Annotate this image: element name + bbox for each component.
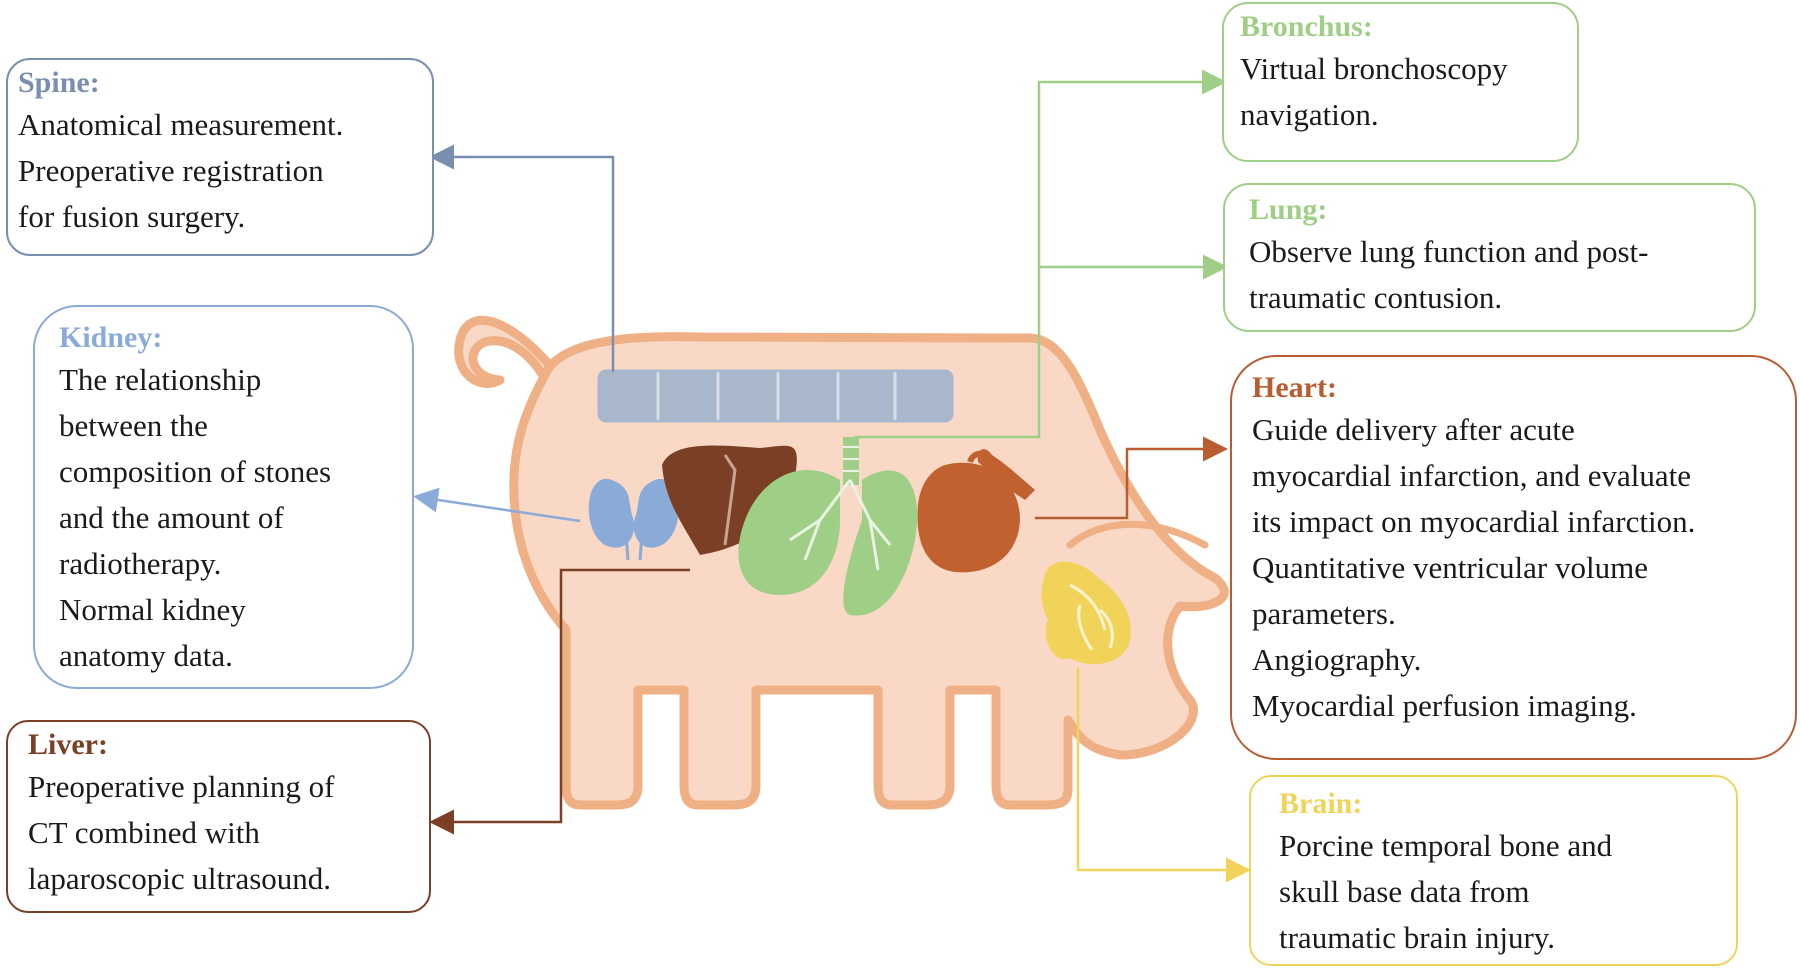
bronchus-line: navigation. [1240, 97, 1379, 132]
spine-title: Spine: [18, 66, 100, 99]
heart-title: Heart: [1252, 371, 1337, 404]
kidney-callout: Kidney: The relationship between the com… [33, 305, 414, 689]
brain-connector [1076, 668, 1251, 883]
kidneys-organ [588, 478, 679, 561]
bronchus-callout: Bronchus: Virtual bronchoscopy navigatio… [1222, 2, 1579, 162]
brain-line: Porcine temporal bone and [1279, 828, 1613, 863]
heart-line: Angiography. [1252, 642, 1422, 677]
kidney-title: Kidney: [59, 321, 163, 354]
heart-line: Quantitative ventricular volume [1252, 550, 1648, 585]
kidney-line: anatomy data. [59, 638, 233, 673]
spine-line: for fusion surgery. [18, 199, 246, 234]
heart-line: its impact on myocardial infarction. [1252, 504, 1696, 539]
lung-callout: Lung: Observe lung function and post- tr… [1223, 183, 1756, 332]
kidney-connector [413, 487, 581, 523]
kidney-line: radiotherapy. [59, 546, 222, 581]
spine-line: Anatomical measurement. [18, 107, 344, 142]
kidney-line: Normal kidney [59, 592, 246, 627]
brain-title: Brain: [1279, 787, 1363, 820]
lungs-organ [738, 437, 918, 616]
pig-tail [454, 315, 565, 390]
heart-connector [1035, 436, 1228, 520]
lung-title: Lung: [1249, 193, 1328, 226]
kidney-line: composition of stones [59, 454, 332, 489]
brain-callout: Brain: Porcine temporal bone and skull b… [1249, 775, 1738, 966]
bronchus-title: Bronchus: [1240, 10, 1373, 43]
liver-line: laparoscopic ultrasound. [28, 861, 332, 896]
liver-callout: Liver: Preoperative planning of CT combi… [6, 720, 431, 913]
lung-line: Observe lung function and post- [1249, 234, 1649, 269]
liver-line: Preoperative planning of [28, 769, 335, 804]
heart-line: Guide delivery after acute [1252, 412, 1575, 447]
brain-line: skull base data from [1279, 874, 1530, 909]
kidney-line: The relationship [59, 362, 262, 397]
lung-line: traumatic contusion. [1249, 280, 1503, 315]
liver-title: Liver: [28, 728, 108, 761]
spine-vertebrae [597, 369, 954, 423]
liver-connector [429, 568, 690, 835]
brain-line: traumatic brain injury. [1279, 920, 1556, 955]
brain-organ [1041, 561, 1131, 665]
heart-organ [917, 449, 1035, 573]
pig-ear [1066, 520, 1209, 549]
kidney-line: between the [59, 408, 208, 443]
liver-line: CT combined with [28, 815, 260, 850]
spine-line: Preoperative registration [18, 153, 324, 188]
bronchus-connector [854, 69, 1227, 439]
heart-callout: Heart: Guide delivery after acute myocar… [1230, 355, 1797, 760]
heart-line: myocardial infarction, and evaluate [1252, 458, 1691, 493]
heart-line: Myocardial perfusion imaging. [1252, 688, 1637, 723]
spine-connector [429, 144, 615, 372]
spine-callout: Spine: Anatomical measurement. Preoperat… [6, 58, 434, 256]
kidney-line: and the amount of [59, 500, 284, 535]
bronchus-line: Virtual bronchoscopy [1240, 51, 1508, 86]
heart-line: parameters. [1252, 596, 1396, 631]
